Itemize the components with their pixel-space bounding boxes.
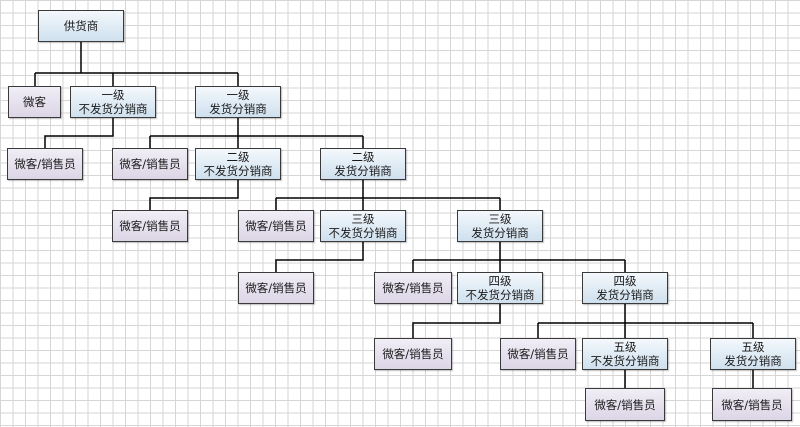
supplier-label: 供货商 bbox=[63, 19, 99, 33]
node-type-label: 不发货分销商 bbox=[590, 354, 660, 368]
node-type-label: 发货分销商 bbox=[724, 354, 782, 368]
node-label: 微客/销售员 bbox=[245, 219, 307, 233]
node-label: 微客/销售员 bbox=[721, 397, 783, 412]
weike-salesperson-node: 微客/销售员 bbox=[374, 272, 452, 304]
node-level-label: 四级 bbox=[613, 274, 637, 288]
node-label: 微客/销售员 bbox=[382, 347, 444, 361]
node-level-label: 二级 bbox=[226, 150, 250, 164]
node-label: 微客/销售员 bbox=[382, 281, 444, 295]
node-type-label: 不发货分销商 bbox=[203, 164, 273, 178]
weike-salesperson-node: 微客/销售员 bbox=[238, 272, 314, 304]
node-level-label: 三级 bbox=[351, 212, 375, 226]
level3-ship-distributor-node: 三级 发货分销商 bbox=[457, 210, 543, 242]
weike-salesperson-node: 微客/销售员 bbox=[585, 388, 665, 421]
level3-nonship-distributor-node: 三级 不发货分销商 bbox=[320, 210, 406, 242]
level5-ship-distributor-node: 五级 发货分销商 bbox=[710, 338, 796, 370]
weike-salesperson-node: 微客/销售员 bbox=[112, 210, 188, 242]
node-label: 微客/销售员 bbox=[119, 219, 181, 233]
node-label: 微客/销售员 bbox=[594, 397, 656, 412]
node-type-label: 发货分销商 bbox=[471, 226, 529, 240]
node-type-label: 不发货分销商 bbox=[328, 226, 398, 240]
node-level-label: 五级 bbox=[741, 340, 765, 354]
weike-salesperson-node: 微客/销售员 bbox=[374, 338, 452, 370]
node-level-label: 一级 bbox=[101, 88, 125, 102]
level1-nonship-distributor-node: 一级 不发货分销商 bbox=[70, 86, 156, 118]
node-type-label: 发货分销商 bbox=[209, 102, 267, 116]
level5-nonship-distributor-node: 五级 不发货分销商 bbox=[582, 338, 668, 370]
supplier-node: 供货商 bbox=[38, 10, 124, 42]
node-level-label: 二级 bbox=[351, 150, 375, 164]
node-level-label: 三级 bbox=[488, 212, 512, 226]
weike-salesperson-node: 微客/销售员 bbox=[238, 210, 314, 242]
node-type-label: 发货分销商 bbox=[596, 288, 654, 302]
node-label: 微客/销售员 bbox=[245, 281, 307, 295]
weike-label: 微客 bbox=[23, 95, 46, 109]
level1-ship-distributor-node: 一级 发货分销商 bbox=[195, 86, 281, 118]
level2-ship-distributor-node: 二级 发货分销商 bbox=[320, 148, 406, 180]
weike-salesperson-node: 微客/销售员 bbox=[500, 338, 576, 370]
weike-salesperson-node: 微客/销售员 bbox=[712, 388, 792, 421]
level2-nonship-distributor-node: 二级 不发货分销商 bbox=[195, 148, 281, 180]
node-level-label: 一级 bbox=[226, 88, 250, 102]
node-level-label: 五级 bbox=[613, 340, 637, 354]
weike-salesperson-node: 微客/销售员 bbox=[112, 148, 188, 180]
level4-ship-distributor-node: 四级 发货分销商 bbox=[582, 272, 668, 304]
weike-node: 微客 bbox=[8, 86, 61, 118]
node-type-label: 发货分销商 bbox=[334, 164, 392, 178]
node-label: 微客/销售员 bbox=[507, 347, 569, 361]
node-type-label: 不发货分销商 bbox=[465, 288, 535, 302]
level4-nonship-distributor-node: 四级 不发货分销商 bbox=[457, 272, 543, 304]
node-level-label: 四级 bbox=[488, 274, 512, 288]
node-label: 微客/销售员 bbox=[119, 157, 181, 171]
node-type-label: 不发货分销商 bbox=[78, 102, 148, 116]
weike-salesperson-node: 微客/销售员 bbox=[7, 148, 83, 180]
node-label: 微客/销售员 bbox=[14, 157, 76, 171]
